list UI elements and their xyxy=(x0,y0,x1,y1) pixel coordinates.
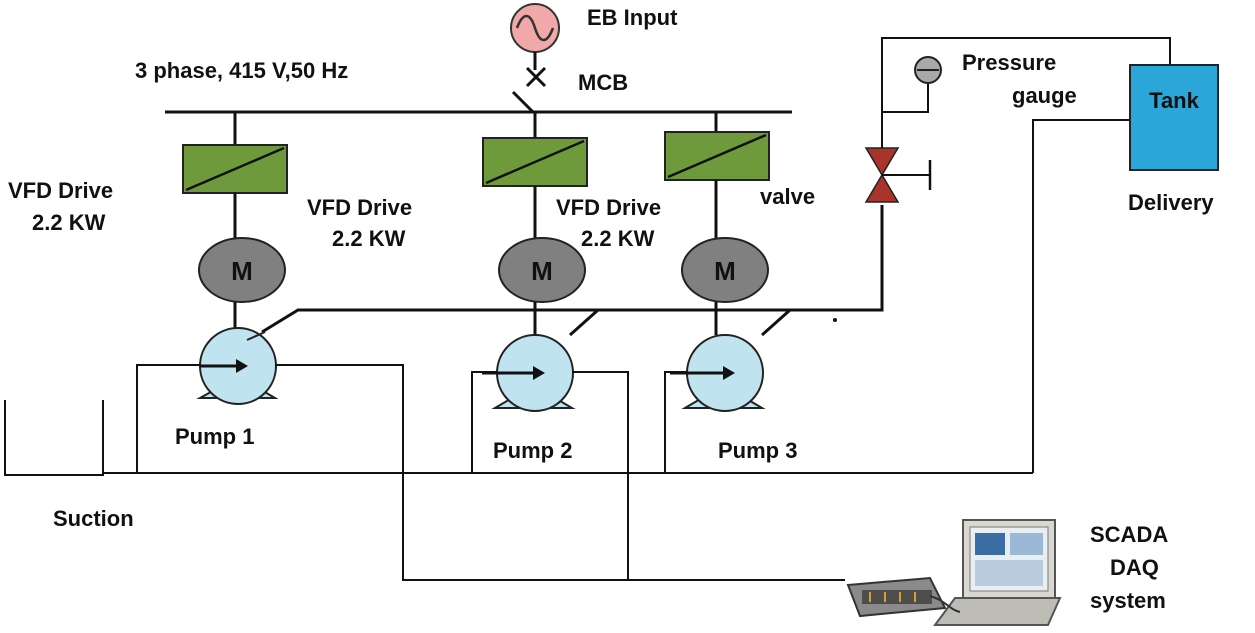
sine-wave-icon xyxy=(515,14,555,42)
pump-2-label: Pump 2 xyxy=(493,438,572,463)
suction-tank-outline xyxy=(4,400,104,476)
drive-1-label-line2: 2.2 KW xyxy=(32,210,106,235)
scada-label-line2: DAQ xyxy=(1110,555,1159,580)
pump-1 xyxy=(196,327,279,405)
scada-label-line3: system xyxy=(1090,588,1166,613)
gauge-label-line2: gauge xyxy=(1012,83,1077,108)
vfd-drive-2 xyxy=(482,137,588,187)
pump-2 xyxy=(482,334,576,412)
pressure-gauge-icon xyxy=(914,56,942,84)
pump-1-suction-pipe xyxy=(136,364,200,473)
laptop-base xyxy=(933,597,1062,626)
delivery-pipe-to-tank xyxy=(881,37,1171,148)
pump-2-delivery-branch xyxy=(569,308,599,337)
motor-3: M xyxy=(681,237,769,303)
mcb-symbol xyxy=(525,66,547,88)
delivery-label: Delivery xyxy=(1128,190,1214,215)
motor-2-symbol: M xyxy=(531,256,553,286)
pump-2-suction-pipe xyxy=(471,371,497,473)
drive-3-label-line2: 2.2 KW xyxy=(581,226,655,251)
daq-system-picture xyxy=(846,519,1062,626)
valve-icon xyxy=(864,147,932,203)
pump-1-signal-wire xyxy=(275,364,845,581)
pump-3-label: Pump 3 xyxy=(718,438,797,463)
pump-3-delivery-branch xyxy=(761,308,791,337)
drive-1-label-line1: VFD Drive xyxy=(8,178,113,203)
delivery-tank xyxy=(1129,64,1219,171)
pump-1-label: Pump 1 xyxy=(175,424,254,449)
motor-3-symbol: M xyxy=(714,256,736,286)
motor-2: M xyxy=(498,237,586,303)
mcb-switch-blade xyxy=(511,90,535,114)
eb-input-label: EB Input xyxy=(587,5,678,30)
gauge-tap-line xyxy=(882,82,929,113)
scada-label-line1: SCADA xyxy=(1090,522,1168,547)
suction-label: Suction xyxy=(53,506,134,531)
gauge-label-line1: Pressure xyxy=(962,50,1056,75)
drive-3-label-line1: VFD Drive xyxy=(556,195,661,220)
vfd-drive-1 xyxy=(182,144,288,194)
drive-2-label-line1: VFD Drive xyxy=(307,195,412,220)
vfd-drive-3 xyxy=(664,131,770,181)
pump-2-signal-wire xyxy=(572,371,629,580)
supply-label: 3 phase, 415 V,50 Hz xyxy=(135,58,348,83)
drive-2-label-line2: 2.2 KW xyxy=(332,226,406,251)
mcb-label: MCB xyxy=(578,70,628,95)
tank-label: Tank xyxy=(1149,88,1199,113)
valve-label: valve xyxy=(760,184,815,209)
motor-1-symbol: M xyxy=(231,256,253,286)
pump-3-suction-pipe xyxy=(664,371,687,473)
motor-1: M xyxy=(198,237,286,303)
tank-return-pipe xyxy=(1032,119,1130,473)
eb-input-source xyxy=(510,3,560,53)
delivery-header-pipe xyxy=(261,205,884,334)
stray-dot xyxy=(833,318,837,322)
